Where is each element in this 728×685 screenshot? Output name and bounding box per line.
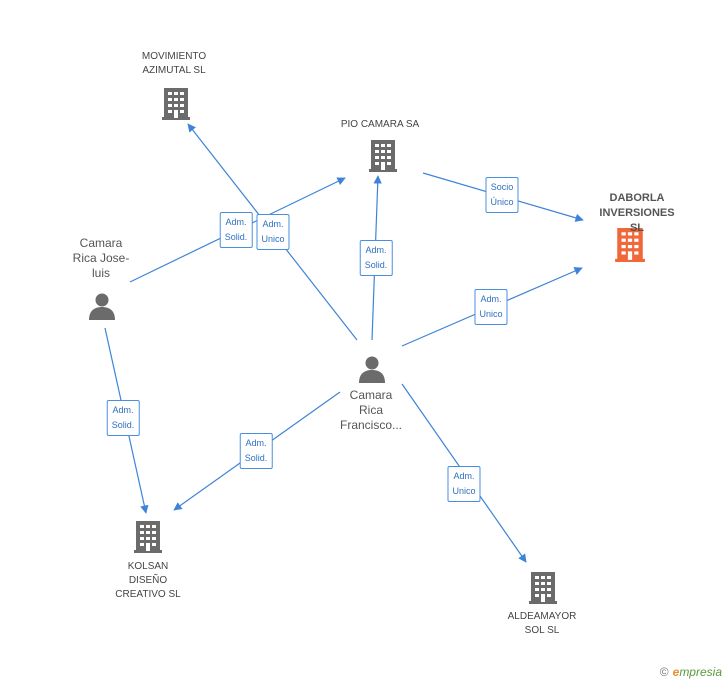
brand-initial: e: [672, 665, 680, 679]
copyright-symbol: ©: [659, 665, 669, 679]
person-icon[interactable]: [89, 293, 115, 321]
building-icon[interactable]: [134, 521, 162, 553]
building-icon[interactable]: [529, 572, 557, 604]
building-icon[interactable]: [162, 88, 190, 120]
node-label-kolsan[interactable]: KOLSAN DISEÑO CREATIVO SL: [115, 561, 181, 600]
edge-label-francisco-daborla[interactable]: Adm. Unico: [474, 289, 508, 325]
brand-name: mpresia: [679, 665, 722, 679]
node-label-francisco[interactable]: Camara Rica Francisco...: [339, 388, 403, 432]
person-icon[interactable]: [359, 356, 385, 384]
node-label-pio[interactable]: PIO CAMARA SA: [340, 119, 420, 130]
node-label-daborla[interactable]: DABORLA INVERSIONES SL: [599, 192, 675, 234]
building-icon[interactable]: [369, 140, 397, 172]
edge-label-francisco-kolsan[interactable]: Adm. Solid.: [239, 433, 273, 469]
edge-label-jose-pio[interactable]: Adm. Solid.: [219, 212, 253, 248]
edge-label-francisco-aldea[interactable]: Adm. Unico: [447, 466, 481, 502]
node-label-jose[interactable]: Camara Rica Jose- luis: [72, 236, 130, 280]
footer-brand: ©empresia: [660, 665, 722, 679]
edge-label-pio-daborla[interactable]: Socio Único: [485, 177, 519, 213]
edge-label-francisco-mov[interactable]: Adm. Unico: [256, 214, 290, 250]
node-label-movimiento[interactable]: MOVIMIENTO AZIMUTAL SL: [141, 51, 207, 76]
node-label-aldea[interactable]: ALDEAMAYOR SOL SL: [507, 611, 577, 636]
edge-label-francisco-pio[interactable]: Adm. Solid.: [359, 240, 393, 276]
edge-label-jose-kolsan[interactable]: Adm. Solid.: [106, 400, 140, 436]
